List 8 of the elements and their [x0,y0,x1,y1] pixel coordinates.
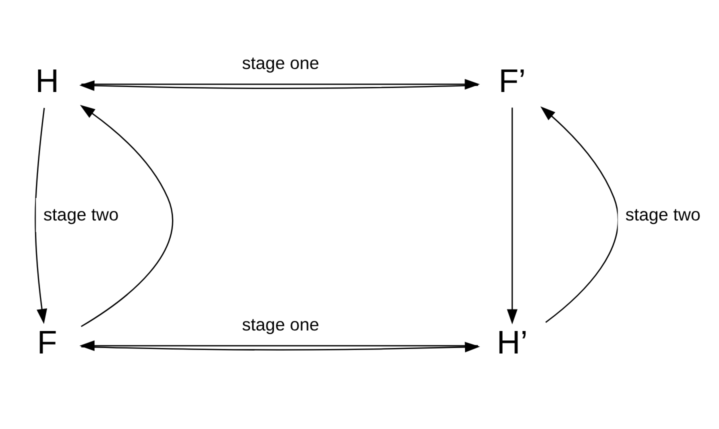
edge-label: stage one [242,314,320,334]
edge-label: stage two [43,204,119,224]
edge-label: stage one [242,52,320,72]
node-text: F [37,323,58,360]
node-text: H [35,62,59,99]
edge-label: stage two [625,204,701,224]
node-text: H’ [496,323,528,360]
node-text: F’ [498,62,526,99]
